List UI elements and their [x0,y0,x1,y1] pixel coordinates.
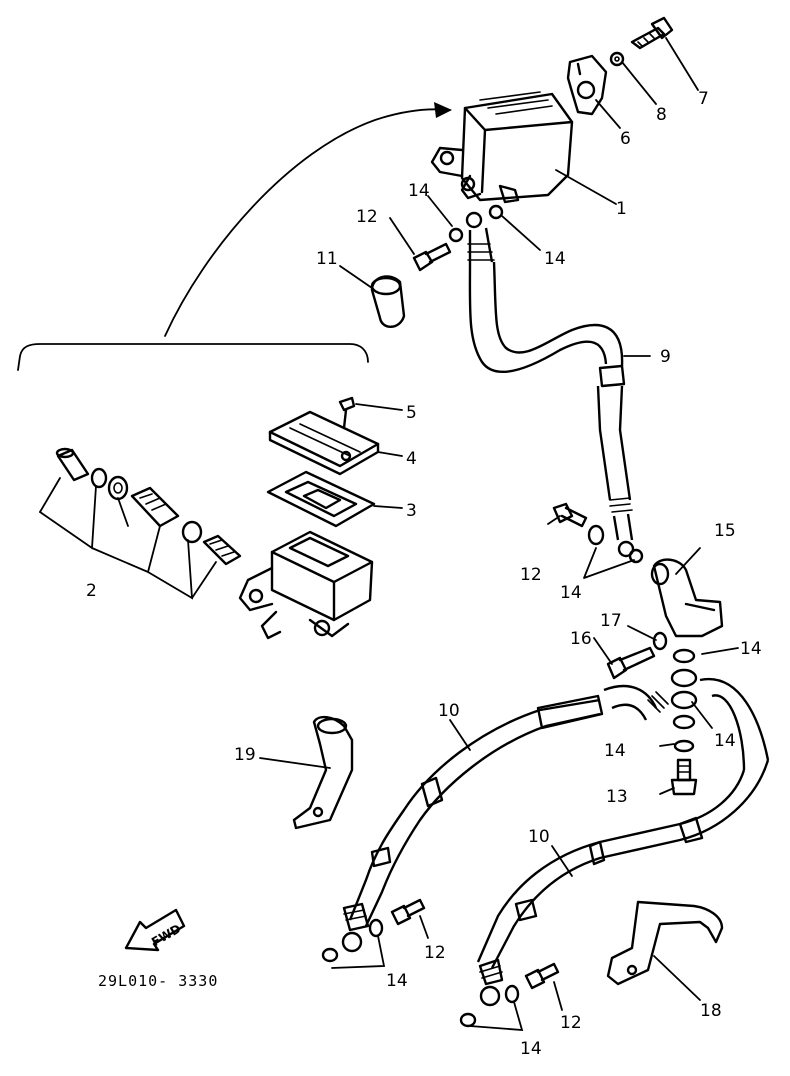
callout-19: 19 [234,745,256,765]
callout-11: 11 [316,249,338,269]
union-bolt [670,758,698,796]
callout-1: 1 [616,199,627,219]
brake-hose-upper [465,211,635,558]
bolt [630,16,674,50]
master-cylinder [430,91,574,204]
fwd-label: FWD [149,921,183,949]
brake-hose-right [476,759,770,1007]
diaphragm [266,470,376,528]
callout-7: 7 [698,89,709,109]
exploded-view-bracket [17,343,369,371]
copper-washer [368,918,384,938]
drawing-code: 29L010- 3330 [98,972,218,990]
callout-12-middle: 12 [520,565,542,585]
union-bolt [524,962,560,990]
copper-washer [628,548,644,564]
callout-14-top-left: 14 [408,181,430,201]
callout-6: 6 [620,129,631,149]
callout-15: 15 [714,521,736,541]
callout-labels: 1 2 3 4 5 6 7 8 9 10 10 11 12 12 12 12 1… [86,89,762,1059]
lock-washer [652,631,668,651]
copper-washer [448,227,464,243]
washer [609,51,625,67]
callout-14-union: 14 [714,731,736,751]
callout-14-top-right: 14 [544,249,566,269]
callout-leaders [259,37,739,1031]
callout-8: 8 [656,105,667,125]
callout-18: 18 [700,1001,722,1021]
callout-14-joint: 14 [740,639,762,659]
hose-guide-left [292,715,354,830]
exploded-cylinder-body [238,530,374,640]
callout-10-upper: 10 [438,701,460,721]
forward-direction-arrow: FWD [124,908,186,952]
brake-hose-left [341,677,770,953]
callout-10-lower: 10 [528,827,550,847]
callout-9: 9 [660,347,671,367]
callout-12-top: 12 [356,207,378,227]
union-stack [670,648,698,753]
union-bolt [552,502,588,528]
union-bolt [412,242,452,272]
holder-bracket [566,54,608,116]
screw [338,396,356,430]
mounting-bolt [606,646,656,680]
exploded-view-arrow [164,102,452,337]
boot [370,275,406,328]
reservoir-cap [268,410,380,476]
piston-kit [39,447,242,600]
copper-washer [587,524,605,546]
callout-4: 4 [406,449,417,469]
copper-washer [504,984,520,1004]
callout-13: 13 [606,787,628,807]
callout-14-right: 14 [520,1039,542,1059]
callout-16: 16 [570,629,592,649]
callout-17: 17 [600,611,622,631]
callout-12-left: 12 [424,943,446,963]
callout-12-right: 12 [560,1013,582,1033]
union-bolt [390,898,426,926]
callout-3: 3 [406,501,417,521]
hose-guide-right [606,900,724,986]
callout-14-left: 14 [386,971,408,991]
callout-5: 5 [406,403,417,423]
three-way-joint [650,558,724,638]
callout-14-middle: 14 [560,583,582,603]
copper-washer [459,1012,477,1028]
copper-washer [321,947,339,963]
callout-2: 2 [86,581,97,601]
callout-14-stack: 14 [604,741,626,761]
copper-washer [488,204,504,220]
